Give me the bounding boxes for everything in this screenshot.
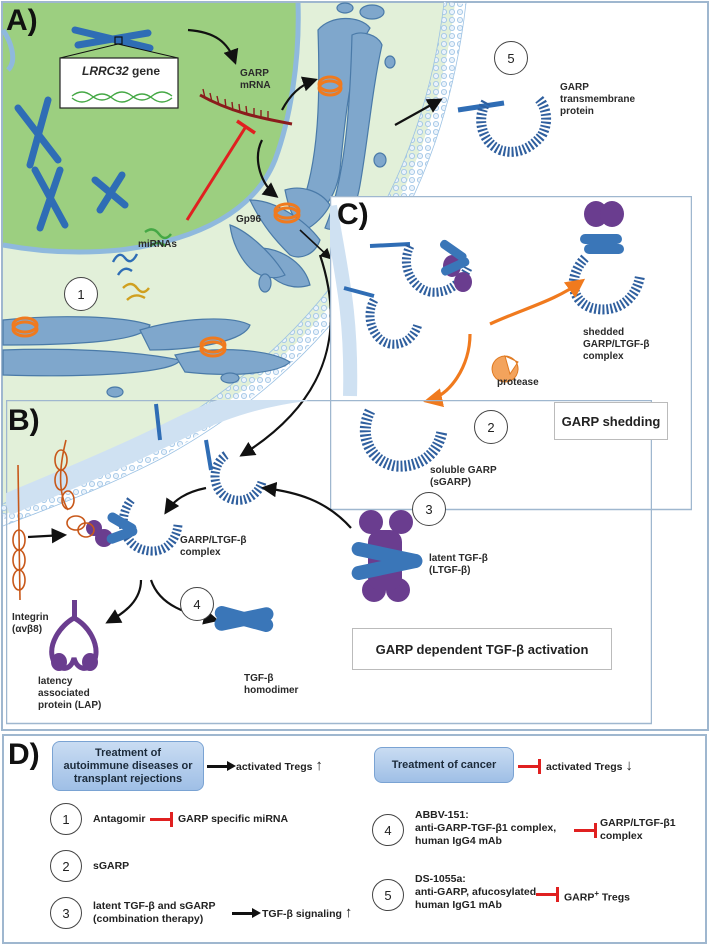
- mrna-label: GARP mRNA: [240, 68, 271, 91]
- tgfb-homodimer-icon: [214, 606, 274, 632]
- shedded-complex-label: shedded GARP/LTGF-β complex: [583, 327, 650, 362]
- d-item-3-result: TGF-β signaling ↑: [262, 904, 353, 921]
- d-item-3-arrow: [232, 908, 261, 918]
- d-item-3-marker: 3: [50, 897, 82, 929]
- d-item-2-label: sGARP: [93, 860, 130, 872]
- d-item-4-label: ABBV-151: anti-GARP-TGF-β1 complex, huma…: [415, 809, 557, 847]
- step-4-marker: 4: [180, 587, 214, 621]
- autoimmune-result: activated Tregs ↑: [236, 757, 323, 774]
- d-item-1-label: Antagomir: [93, 813, 146, 825]
- garp-ltgfb-complex-label: GARP/LTGF-β complex: [180, 535, 247, 558]
- gene-label: LRRC32 gene: [82, 64, 161, 78]
- step-2-marker: 2: [474, 410, 508, 444]
- cancer-inhibit-icon: [518, 759, 541, 774]
- tgfb-homodimer-label: TGF-β homodimer: [244, 673, 299, 696]
- garp-shedding-title: GARP shedding: [554, 402, 668, 440]
- latent-tgfb-icon: [351, 510, 423, 602]
- latent-tgfb-label: latent TGF-β (LTGF-β): [429, 553, 488, 576]
- d-item-4-target: GARP/LTGF-β1 complex: [600, 817, 676, 842]
- d-item-5-marker: 5: [372, 879, 404, 911]
- transmembrane-label: GARP transmembrane protein: [560, 82, 636, 117]
- d-item-5-label: DS-1055a: anti-GARP, afucosylated human …: [415, 873, 537, 911]
- panel-b-letter: B): [8, 404, 40, 437]
- panel-b-illustration: [6, 400, 652, 725]
- mirna-icon: [111, 228, 172, 301]
- panel-c-letter: C): [337, 198, 369, 231]
- up-arrow-icon: ↑: [344, 904, 353, 921]
- golgi-icon: [229, 2, 396, 293]
- d-item-2-marker: 2: [50, 850, 82, 882]
- autoimmune-treatment-header: Treatment of autoimmune diseases or tran…: [52, 741, 204, 791]
- gp96-label: Gp96: [236, 214, 262, 225]
- mrna-icon: [199, 88, 293, 126]
- step-1-marker: 1: [64, 277, 98, 311]
- garp-protein-icon: [457, 94, 552, 157]
- d-item-1-target: GARP specific miRNA: [178, 813, 289, 825]
- panel-a-letter: A): [6, 4, 38, 37]
- soluble-garp-label: soluble GARP (sGARP): [430, 465, 497, 488]
- integrin-icon: [12, 439, 95, 601]
- panel-d-letter: D): [8, 738, 40, 771]
- d-item-3-label: latent TGF-β and sGARP (combination ther…: [93, 900, 216, 925]
- down-arrow-icon: ↓: [625, 757, 633, 774]
- garp-activation-title: GARP dependent TGF-β activation: [352, 628, 612, 670]
- chromosome-icon: [14, 26, 154, 232]
- d-item-5-inhibit-icon: [536, 887, 559, 902]
- mirna-label: miRNAs: [138, 239, 177, 250]
- step-5-marker: 5: [494, 41, 528, 75]
- d-item-4-inhibit-icon: [574, 823, 597, 838]
- integrin-label: Integrin (αvβ8): [12, 612, 49, 635]
- cancer-result: activated Tregs ↓: [546, 757, 633, 774]
- d-item-1-marker: 1: [50, 803, 82, 835]
- d-item-1-inhibit-icon: [150, 812, 173, 827]
- up-arrow-icon: ↑: [315, 757, 323, 774]
- autoimmune-arrow: [207, 761, 236, 771]
- step-3-marker: 3: [412, 492, 446, 526]
- lap-icon: [49, 600, 99, 671]
- cancer-treatment-header: Treatment of cancer: [374, 747, 514, 783]
- gp96-icon: [273, 75, 343, 224]
- panel-c-illustration: [330, 196, 692, 511]
- d-item-4-marker: 4: [372, 814, 404, 846]
- d-item-5-target: GARP+ Tregs: [564, 889, 630, 904]
- lap-label: latency associated protein (LAP): [38, 676, 102, 711]
- protease-label: protease: [497, 377, 539, 388]
- panel-d-frame: [2, 734, 707, 944]
- protease-icon: [491, 355, 519, 383]
